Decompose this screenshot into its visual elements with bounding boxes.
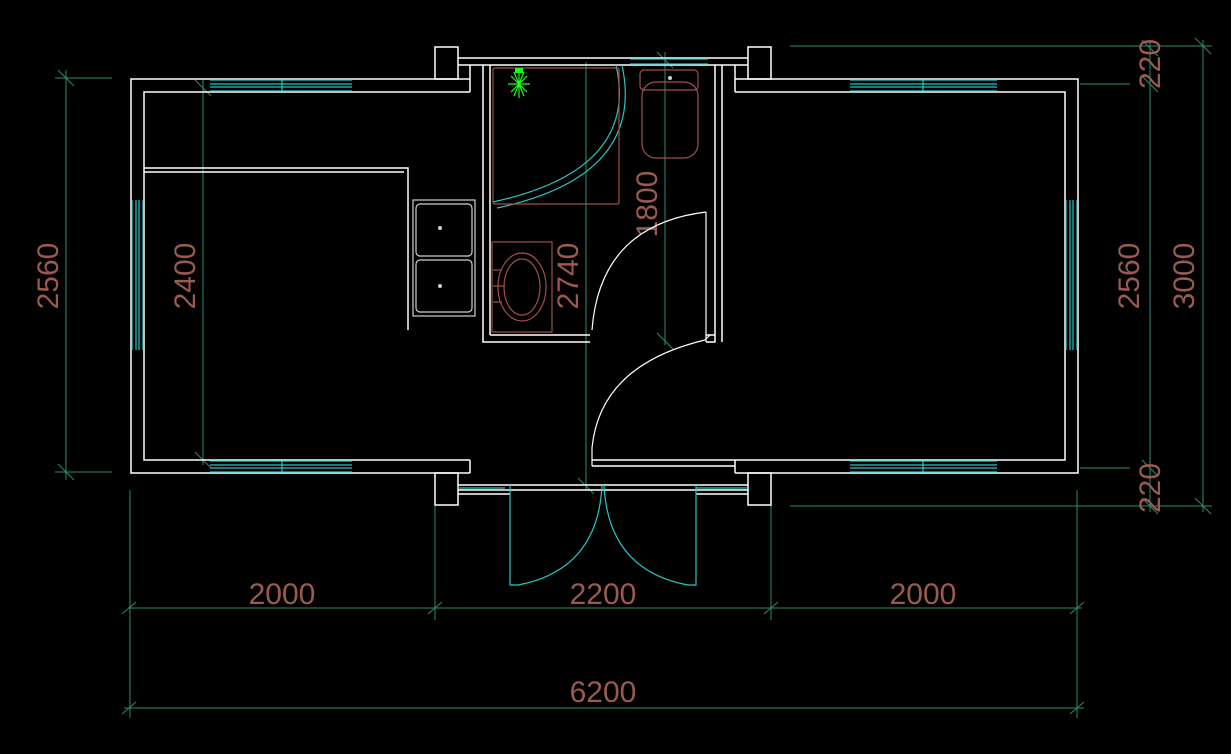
double-sink-icon — [412, 199, 476, 317]
dim-top-offset: 220 — [1134, 39, 1167, 89]
dim-left-outer-height: 2560 — [32, 243, 65, 310]
window-right-side — [1065, 200, 1078, 350]
dim-overall-width: 6200 — [570, 676, 637, 709]
dim-middle-width: 2200 — [570, 578, 637, 611]
windows — [131, 58, 1078, 489]
fixtures — [412, 67, 699, 333]
window-bathroom-top — [630, 58, 708, 65]
walls — [130, 46, 1079, 506]
shower-door — [492, 64, 626, 209]
window-left-top — [210, 79, 352, 92]
window-left-side — [131, 200, 144, 350]
dim-right-room-width: 2000 — [890, 578, 957, 611]
dim-left-inner-height: 2400 — [169, 243, 202, 310]
toilet-icon — [639, 69, 699, 159]
dim-bottom-offset: 220 — [1134, 463, 1167, 513]
dim-bathroom-depth: 2740 — [552, 243, 585, 310]
dim-right-inner-height: 2560 — [1113, 243, 1146, 310]
wash-basin-icon — [491, 241, 553, 333]
window-right-top — [850, 79, 997, 92]
dim-left-room-width: 2000 — [249, 578, 316, 611]
bathroom-door — [591, 211, 707, 342]
doors — [492, 64, 711, 586]
dim-right-total-height: 3000 — [1168, 243, 1201, 310]
dimension-lines — [55, 37, 1212, 718]
entrance-double-door — [509, 484, 697, 586]
dim-corridor-length: 1800 — [631, 171, 664, 238]
dimension-labels: 2000 2200 2000 6200 2560 2400 2740 1800 … — [32, 39, 1201, 709]
central-swing-door — [591, 334, 711, 466]
window-right-bottom — [850, 460, 997, 473]
shower-head-icon — [492, 67, 620, 205]
window-left-bottom — [210, 460, 352, 473]
